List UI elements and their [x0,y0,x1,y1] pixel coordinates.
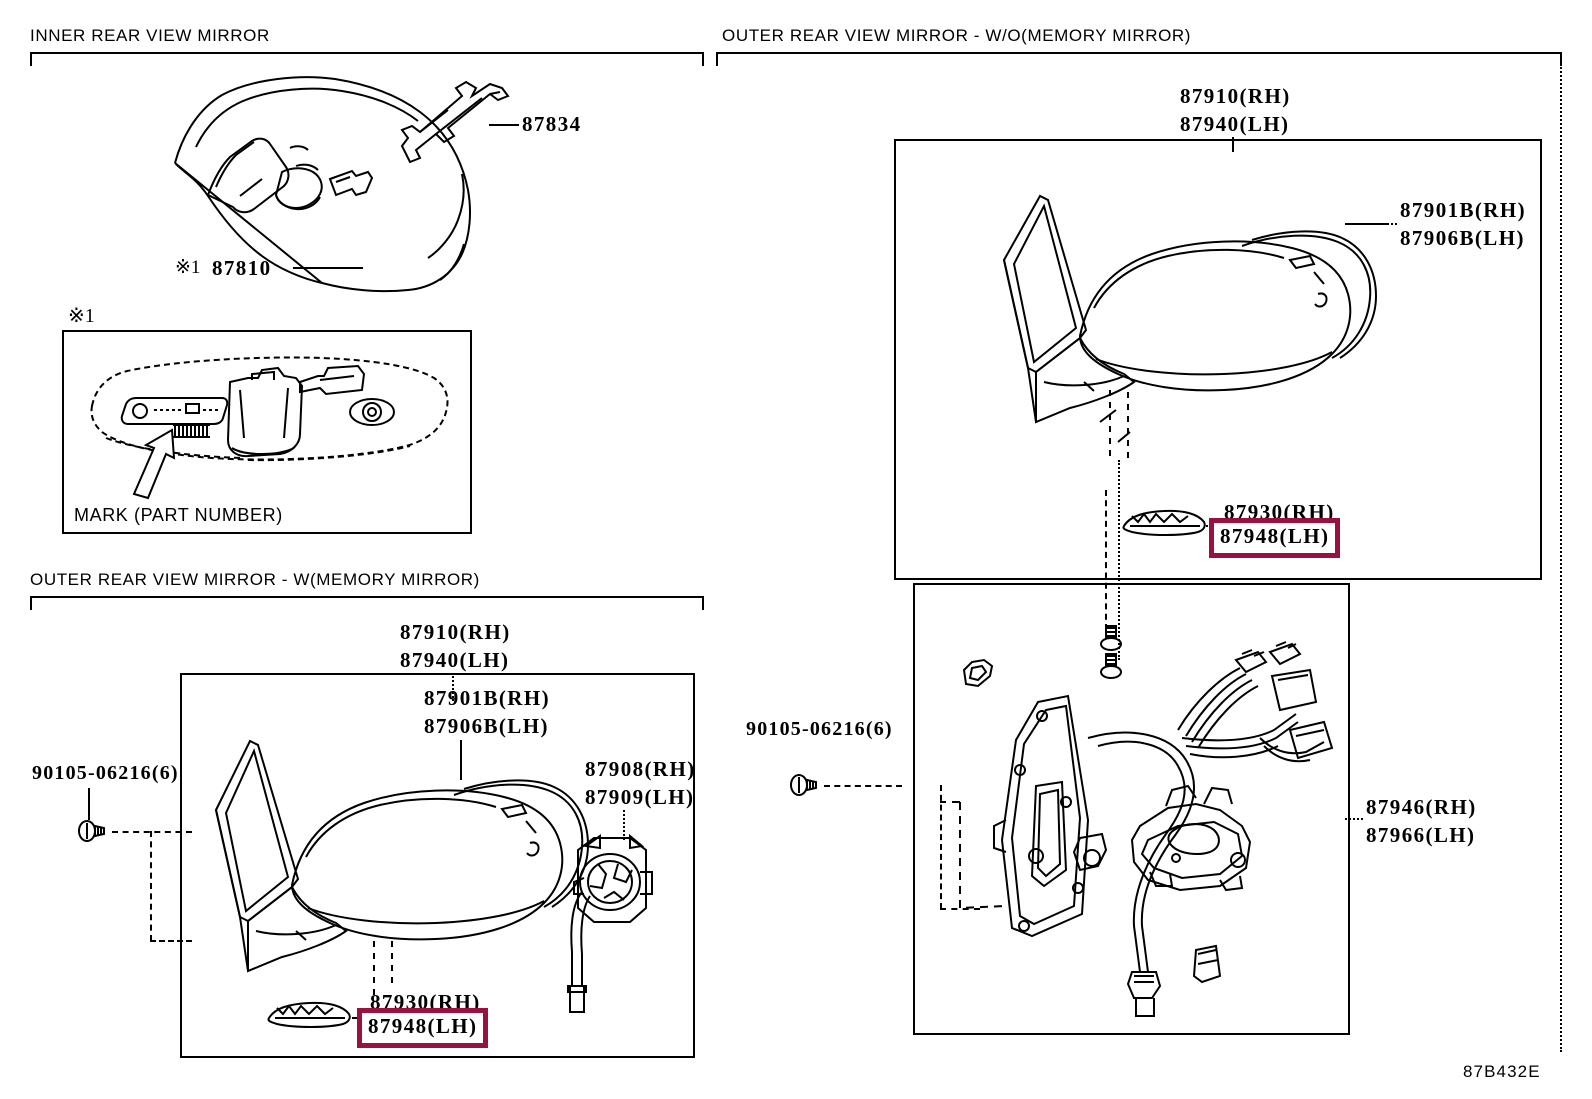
screw-icon-memory [74,818,110,844]
part-number-87948-lh-memory-highlight[interactable]: 87948(LH) [357,1008,488,1048]
part-number-87948-lh-nomemory[interactable]: 87948(LH) [1220,524,1330,548]
section-bracket-outer-without-memory [716,52,1562,66]
leader-screw-dash2-nomemory [940,908,980,910]
leader-cover-nomemory [1383,223,1397,225]
leader-motor-memory [623,810,625,840]
leader-screw-dash2-memory [150,940,192,942]
outer-memory-assembly-box [180,673,695,1058]
part-number-87810[interactable]: 87810 [212,256,272,280]
part-number-87908-rh[interactable]: 87908(RH) [585,757,696,781]
leader-87834 [489,124,519,126]
leader-87810 [293,267,363,269]
part-number-87946-rh[interactable]: 87946(RH) [1366,795,1477,819]
outer-nomemory-harness-box [913,583,1350,1035]
section-title-outer-with-memory: OUTER REAR VIEW MIRROR - W(MEMORY MIRROR… [30,570,480,589]
leader-screw-dash-memory [112,831,192,833]
leader-cover-memory [460,740,462,780]
leader-screw-dashv-memory [150,831,152,941]
part-number-87940-lh-nomemory[interactable]: 87940(LH) [1180,112,1290,136]
leader-cover-nomemory-solid [1345,223,1387,225]
part-number-90105-06216-memory[interactable]: 90105-06216(6) [32,762,179,784]
mark-detail-box [62,330,472,534]
part-number-87901B-rh-memory[interactable]: 87901B(RH) [424,686,550,710]
section-title-outer-without-memory: OUTER REAR VIEW MIRROR - W/O(MEMORY MIRR… [722,26,1192,45]
part-number-87966-lh[interactable]: 87966(LH) [1366,823,1476,847]
section-bracket-outer-with-memory [30,596,704,610]
part-number-87906B-lh-memory[interactable]: 87906B(LH) [424,714,549,738]
section-bracket-inner [30,52,704,66]
inner-mirror-bracket-illustration [390,70,530,165]
leader-assy-memory [452,673,454,701]
outer-nomemory-assembly-box [894,139,1542,580]
reference-mark-1: ※1 [175,257,201,278]
leader-screw-memory [88,788,90,820]
screw-icon-nomemory [786,772,822,798]
part-number-87901B-rh-nomemory[interactable]: 87901B(RH) [1400,198,1526,222]
part-number-87910-rh-nomemory[interactable]: 87910(RH) [1180,84,1291,108]
part-number-87834[interactable]: 87834 [522,112,582,136]
part-number-87948-lh-nomemory-highlight[interactable]: 87948(LH) [1209,518,1340,558]
diagram-id-label: 87B432E [1463,1062,1541,1081]
leader-screw-dash-nomemory [824,785,902,787]
alignment-dot-nomemory-right [1118,460,1120,660]
part-number-87948-lh-memory[interactable]: 87948(LH) [368,1014,478,1038]
part-number-87940-lh-memory[interactable]: 87940(LH) [400,648,510,672]
part-number-87910-rh-memory[interactable]: 87910(RH) [400,620,511,644]
part-number-87909-lh[interactable]: 87909(LH) [585,785,695,809]
section-right-rule [1560,52,1562,1052]
leader-screw-dashv-nomemory [940,785,942,909]
leader-harness [1345,818,1363,820]
mark-detail-caption: MARK (PART NUMBER) [74,505,283,525]
alignment-dash-nomemory-left [1105,490,1107,630]
part-number-87906B-lh-nomemory[interactable]: 87906B(LH) [1400,226,1525,250]
section-title-inner-rear-view-mirror: INNER REAR VIEW MIRROR [30,26,270,45]
detail-reference-mark-1: ※1 [68,305,95,327]
leader-assy-nomemory [1232,137,1234,152]
part-number-90105-06216-nomemory[interactable]: 90105-06216(6) [746,718,893,740]
